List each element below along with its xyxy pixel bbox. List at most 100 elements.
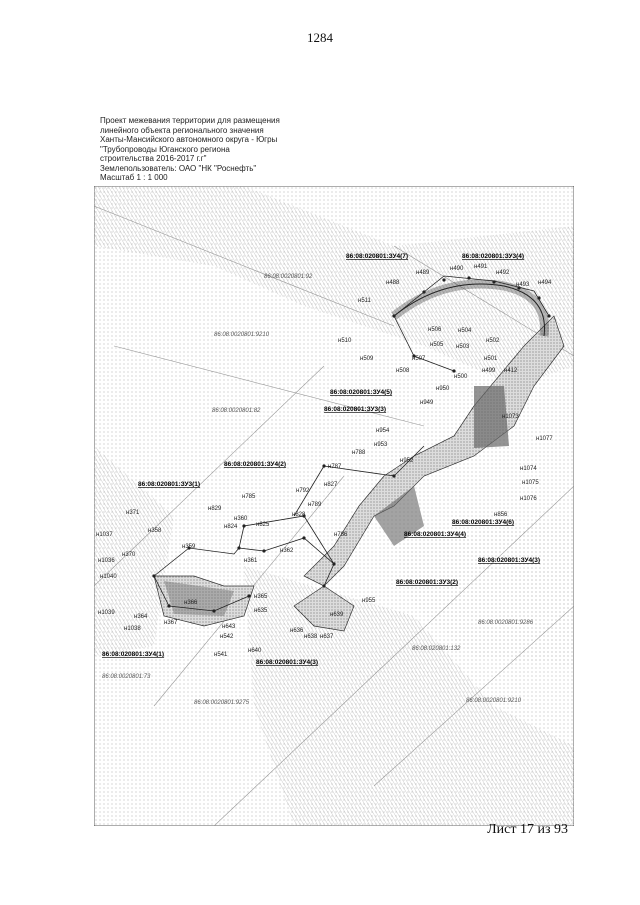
parcel-label: 86:08:020801:ЗУ4(2) [224, 461, 286, 468]
title-line: Проект межевания территории для размещен… [100, 116, 280, 125]
point-label: н787 [328, 464, 342, 470]
title-line: линейного объекта регионального значения [100, 125, 264, 135]
point-label: н953 [374, 442, 388, 448]
point-label: н952 [400, 458, 414, 464]
point-label: н640 [248, 648, 262, 654]
point-label: н361 [244, 558, 258, 564]
point-label: н412 [504, 368, 518, 374]
point-label: н1075 [522, 480, 539, 486]
parcel-label: 86:08:020801:ЗУ4(1) [102, 651, 164, 658]
point-label: н1038 [124, 626, 141, 632]
quarter-label: 86:08:020801:132 [412, 646, 461, 652]
hatch-area [394, 516, 574, 666]
point-label: н639 [330, 612, 344, 618]
point-label: н785 [242, 494, 256, 500]
point-label: н491 [474, 264, 488, 270]
point-label: н499 [482, 368, 496, 374]
map-drawing: 86:08:020801:ЗУ4(7) 86:08:020801:ЗУ3(4) … [94, 186, 574, 826]
parcel-label: 86:08:020801:ЗУ4(3) [256, 659, 318, 666]
quarter-lines [94, 205, 574, 826]
point-label: н950 [436, 386, 450, 392]
point-label: н954 [376, 428, 390, 434]
point-label: н636 [290, 628, 304, 634]
point-label: н1039 [98, 610, 115, 616]
parcel-label: 86:08:020801:ЗУ4(3) [478, 557, 540, 564]
hatch-area [244, 566, 574, 826]
page-number: 1284 [307, 30, 333, 45]
point-label: н828 [292, 512, 306, 518]
quarter-label: 86:08:0020801:92 [264, 274, 313, 280]
point-label: н511 [358, 298, 372, 304]
point-label: н359 [182, 544, 196, 550]
point-label: н360 [234, 516, 248, 522]
point-label: н792 [296, 488, 310, 494]
point-label: н955 [362, 598, 376, 604]
point-label: н542 [220, 634, 234, 640]
point-label: н364 [134, 614, 148, 620]
point-label: н370 [122, 552, 136, 558]
quarter-label: 86:08:0020801:9210 [214, 332, 270, 338]
parcel-label: 86:08:020801:ЗУ4(5) [330, 389, 392, 396]
point-label: н637 [320, 634, 334, 640]
point-label: н371 [126, 510, 140, 516]
point-label: н827 [324, 482, 338, 488]
point-label: н501 [484, 356, 498, 362]
point-label: н1040 [100, 574, 117, 580]
point-label: н1074 [520, 466, 537, 472]
point-label: н489 [416, 270, 430, 276]
map-title-block: Проект межевания территории для размещен… [100, 116, 330, 183]
point-label: н789 [308, 502, 322, 508]
parcel-label: 86:08:020801:ЗУ3(1) [138, 481, 200, 488]
sheet-footer: Лист 17 из 93 [487, 822, 568, 837]
point-label: н503 [456, 344, 470, 350]
point-label: н366 [184, 600, 198, 606]
point-label: н856 [494, 512, 508, 518]
cadastral-map: 86:08:020801:ЗУ4(7) 86:08:020801:ЗУ3(4) … [94, 186, 574, 826]
point-label: н510 [338, 338, 352, 344]
parcel-label: 86:08:020801:ЗУ3(3) [324, 406, 386, 413]
point-label: н509 [360, 356, 374, 362]
title-line: Масштаб 1 : 1 000 [100, 173, 168, 182]
quarter-label: 86:08:0020801:73 [102, 674, 151, 680]
parcel-label: 86:08:020801:ЗУ3(2) [396, 579, 458, 586]
point-label: н1076 [520, 496, 537, 502]
quarter-label: 86:08:0020801:9286 [478, 620, 534, 626]
point-label: н493 [516, 282, 530, 288]
point-label: н358 [148, 528, 162, 534]
point-label: н502 [486, 338, 500, 344]
point-label: н490 [450, 266, 464, 272]
point-label: н824 [224, 524, 238, 530]
parcel-label: 86:08:020801:ЗУ4(7) [346, 253, 408, 260]
point-label: н786 [334, 532, 348, 538]
parcel-label: 86:08:020801:ЗУ4(6) [452, 519, 514, 526]
point-label: н492 [496, 270, 510, 276]
parcel-label: 86:08:020801:ЗУ3(4) [462, 253, 524, 260]
point-label: н1077 [536, 436, 553, 442]
point-label: н829 [208, 506, 222, 512]
title-line: Ханты-Мансийского автономного округа - Ю… [100, 135, 278, 144]
hatch-area [94, 446, 174, 656]
title-line: строительства 2016-2017 г.г" [100, 154, 207, 163]
point-label: н541 [214, 652, 228, 658]
point-label: н508 [396, 368, 410, 374]
point-label: н507 [412, 356, 426, 362]
point-label: н635 [254, 608, 268, 614]
quarter-label: 86:08:0020801:82 [212, 408, 261, 414]
point-label: н505 [430, 342, 444, 348]
title-line: Землепользователь: ОАО "НК "Роснефть" [100, 163, 257, 173]
title-line: "Трубопроводы Юганского региона [100, 144, 230, 154]
point-label: н1037 [96, 532, 113, 538]
point-label: н638 [304, 634, 318, 640]
point-label: н494 [538, 280, 552, 286]
parcel-label: 86:08:020801:ЗУ4(4) [404, 531, 466, 538]
point-label: н504 [458, 328, 472, 334]
point-label: н362 [280, 548, 294, 554]
point-label: н367 [164, 620, 178, 626]
point-label: н788 [352, 450, 366, 456]
point-label: н949 [420, 400, 434, 406]
point-label: н1073 [502, 414, 519, 420]
vertex-markers [152, 276, 551, 613]
point-label: н1036 [98, 558, 115, 564]
pipeline-corridor [153, 315, 565, 632]
point-label: н643 [222, 624, 236, 630]
